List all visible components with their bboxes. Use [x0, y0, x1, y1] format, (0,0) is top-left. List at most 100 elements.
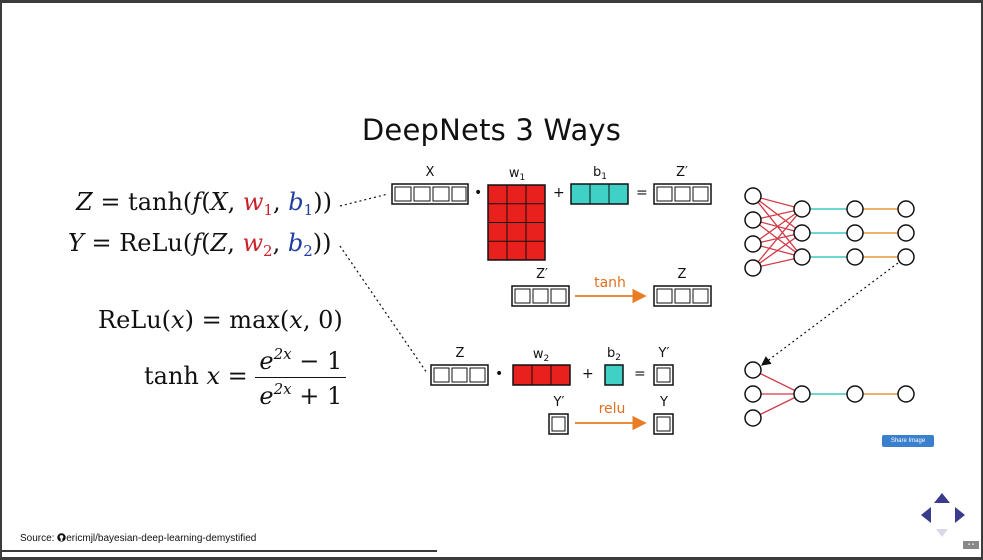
- eq-w2: w: [242, 229, 264, 257]
- tanh-denominator: e2x + 1: [255, 378, 346, 410]
- w1-matrix: [487, 184, 546, 261]
- nav-up-icon[interactable]: [934, 493, 950, 503]
- relu-end: , 0): [302, 306, 343, 334]
- label-b2-text: b: [607, 346, 616, 361]
- connector-eq2-row3: [339, 245, 428, 374]
- network-bottom: [744, 361, 915, 427]
- eq-y-open: (: [201, 229, 211, 257]
- zprime-vector: [653, 183, 712, 205]
- equation-y: Y = ReLu(f(Z, w2, b2)): [68, 229, 331, 260]
- slide: DeepNets 3 Ways Z = tanh(f(X, w1, b1)) Y…: [2, 3, 981, 557]
- label-tanh: tanh: [594, 275, 626, 291]
- label-z: Z: [455, 346, 465, 361]
- eq-z-lhs: Z: [76, 188, 93, 216]
- label-b2: b2: [599, 346, 629, 363]
- label-w2: w2: [526, 347, 556, 364]
- label-zprime: Z′: [676, 165, 688, 180]
- label-b1: b1: [585, 165, 615, 182]
- num-tail: − 1: [291, 347, 343, 375]
- eq-y-comma1: ,: [227, 229, 243, 257]
- relu-rhs: ) = max(: [184, 306, 290, 334]
- label-w2-sub: 2: [543, 354, 550, 364]
- eq-w1: w: [242, 188, 264, 216]
- eq-y-comma2: ,: [272, 229, 288, 257]
- relu-lhs: ReLu(: [98, 306, 172, 334]
- b1-vector: [570, 183, 629, 205]
- op-dot-2: •: [495, 366, 504, 382]
- x-vector: [391, 183, 469, 205]
- eq-b2: b: [287, 229, 304, 257]
- label-z-out: Z: [677, 267, 687, 282]
- label-b1-text: b: [593, 165, 602, 180]
- progress-bar: [2, 550, 437, 552]
- label-w1: w1: [502, 166, 532, 183]
- label-w1-sub: 1: [519, 173, 526, 183]
- slide-title: DeepNets 3 Ways: [361, 113, 622, 147]
- eq-b1-sub: 1: [303, 201, 314, 219]
- num-e: e: [259, 347, 274, 375]
- source-link[interactable]: ericmjl/bayesian-deep-learning-demystifi…: [66, 533, 257, 544]
- zprime-input-vector: [511, 285, 570, 307]
- tanh-numerator: e2x − 1: [255, 345, 347, 378]
- source-citation: Source: ericmjl/bayesian-deep-learning-d…: [20, 533, 256, 544]
- w2-vector: [512, 364, 571, 386]
- label-w2-text: w: [532, 347, 544, 362]
- relu-x: x: [171, 306, 185, 334]
- label-b1-sub: 1: [601, 172, 607, 182]
- label-yprime: Y′: [658, 346, 670, 361]
- yprime-input-scalar: [548, 413, 569, 435]
- nav-right-icon[interactable]: [955, 507, 965, 523]
- label-zprime-in: Z′: [536, 267, 548, 282]
- tanh-x: x: [206, 362, 221, 390]
- tanh-lhs: tanh: [144, 362, 207, 390]
- eq-z-open: (: [201, 188, 211, 216]
- eq-y-z: Z: [210, 229, 228, 257]
- eq-y-f: f: [192, 229, 202, 257]
- label-b2-sub: 2: [615, 353, 621, 363]
- eq-b1: b: [288, 188, 304, 216]
- equation-relu: ReLu(x) = max(x, 0): [98, 306, 343, 334]
- eq-b2-sub: 2: [303, 242, 313, 260]
- eq-z-comma1: ,: [227, 188, 243, 216]
- eq-w1-sub: 1: [263, 201, 274, 219]
- nav-left-icon[interactable]: [921, 507, 931, 523]
- nav-down-icon[interactable]: [936, 529, 948, 537]
- eq-y-eq: = ReLu(: [83, 229, 193, 257]
- label-y-out: Y: [660, 395, 668, 410]
- eq-z-eq: = tanh(: [92, 188, 193, 216]
- tanh-eq: =: [220, 362, 256, 390]
- eq-z-close: )): [313, 188, 332, 216]
- eq-z-comma2: ,: [273, 188, 289, 216]
- op-dot-1: •: [474, 185, 483, 201]
- eq-w2-sub: 2: [263, 242, 273, 260]
- den-tail: + 1: [291, 382, 343, 410]
- nav-arrows: [921, 493, 965, 537]
- computation-diagram: [339, 183, 965, 537]
- eq-y-close: )): [312, 229, 332, 257]
- label-yprime-in: Y′: [553, 395, 565, 410]
- connector-eq1-row1: [339, 193, 389, 207]
- equation-z: Z = tanh(f(X, w1, b1)): [76, 188, 332, 219]
- network-top: [744, 187, 915, 277]
- op-equals-1: =: [636, 185, 648, 201]
- z-vector: [430, 364, 489, 386]
- yprime-scalar: [653, 364, 674, 386]
- label-relu: relu: [598, 401, 626, 417]
- label-w1-text: w: [508, 166, 520, 181]
- label-x: X: [425, 165, 435, 180]
- den-exp: 2x: [273, 380, 292, 398]
- source-prefix: Source:: [20, 533, 55, 544]
- b2-scalar: [604, 364, 624, 386]
- network-connector-arrow: [761, 262, 899, 366]
- page-indicator: ▪ ▪: [963, 541, 979, 549]
- relu-x2: x: [289, 306, 303, 334]
- share-image-button[interactable]: Share Image: [882, 435, 934, 447]
- eq-z-f: f: [192, 188, 202, 216]
- github-icon: [57, 533, 66, 542]
- z-output-vector: [653, 285, 712, 307]
- eq-y-lhs: Y: [68, 229, 84, 257]
- den-e: e: [259, 382, 274, 410]
- op-plus-1: +: [553, 185, 565, 201]
